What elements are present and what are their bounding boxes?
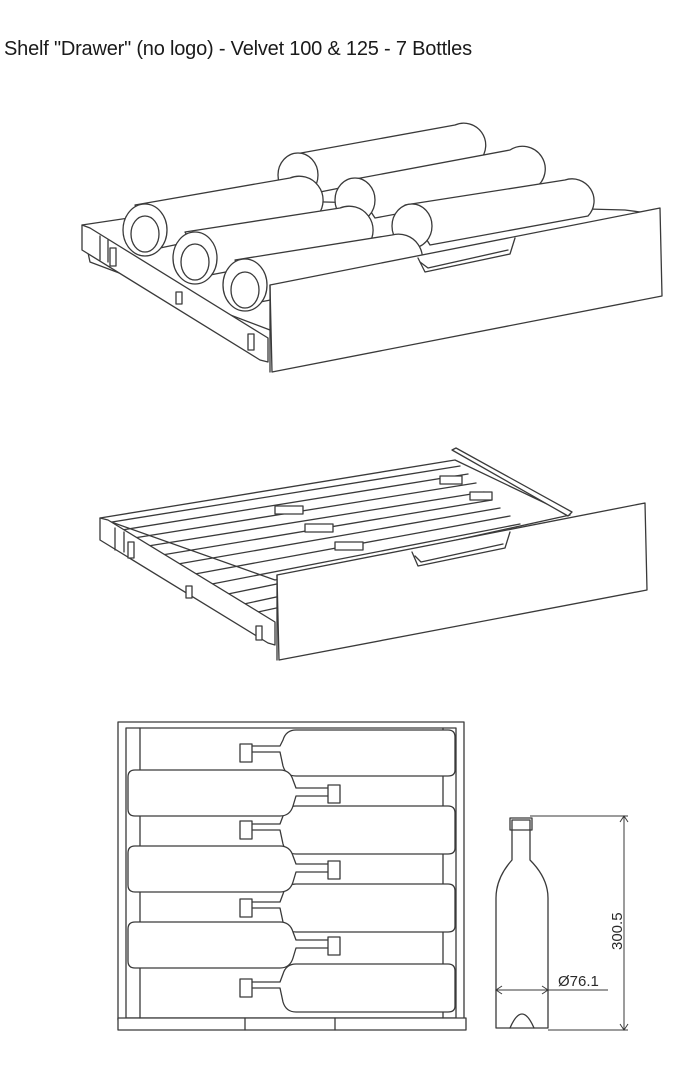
diameter-dimension-label: Ø76.1	[558, 973, 599, 990]
bottle-top-1	[239, 729, 456, 777]
empty-drawer-view	[99, 447, 648, 661]
page-title: Shelf "Drawer" (no logo) - Velvet 100 & …	[4, 38, 472, 60]
bottle-profile-view: 300.5 Ø76.1	[495, 815, 629, 1031]
bottle-top-6	[127, 845, 341, 893]
height-dimension-label: 300.5	[609, 912, 626, 950]
bottle-top-7	[127, 921, 341, 969]
bottle-top-4	[239, 963, 456, 1013]
top-view-seven-bottles	[117, 721, 467, 1031]
drawer-with-bottles-view	[81, 122, 663, 373]
bottle-top-5	[127, 769, 341, 817]
